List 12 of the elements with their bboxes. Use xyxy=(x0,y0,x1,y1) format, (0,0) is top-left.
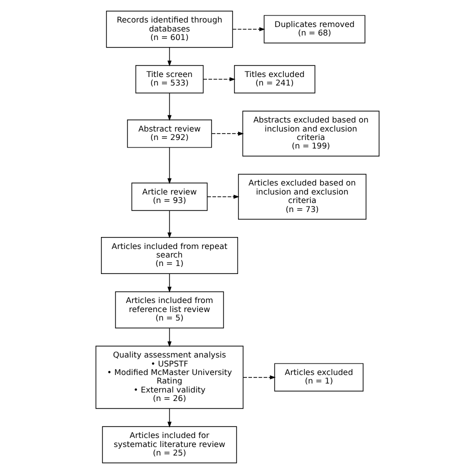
arrow xyxy=(242,375,276,380)
arrow xyxy=(202,77,235,82)
arrow xyxy=(206,194,239,199)
arrow xyxy=(166,328,172,348)
arrow xyxy=(210,132,244,136)
arrow xyxy=(232,27,265,32)
arrow xyxy=(166,210,172,238)
arrow xyxy=(166,92,172,121)
arrow xyxy=(166,47,172,66)
arrow xyxy=(166,273,172,293)
arrow xyxy=(166,147,172,184)
arrow xyxy=(166,408,172,428)
